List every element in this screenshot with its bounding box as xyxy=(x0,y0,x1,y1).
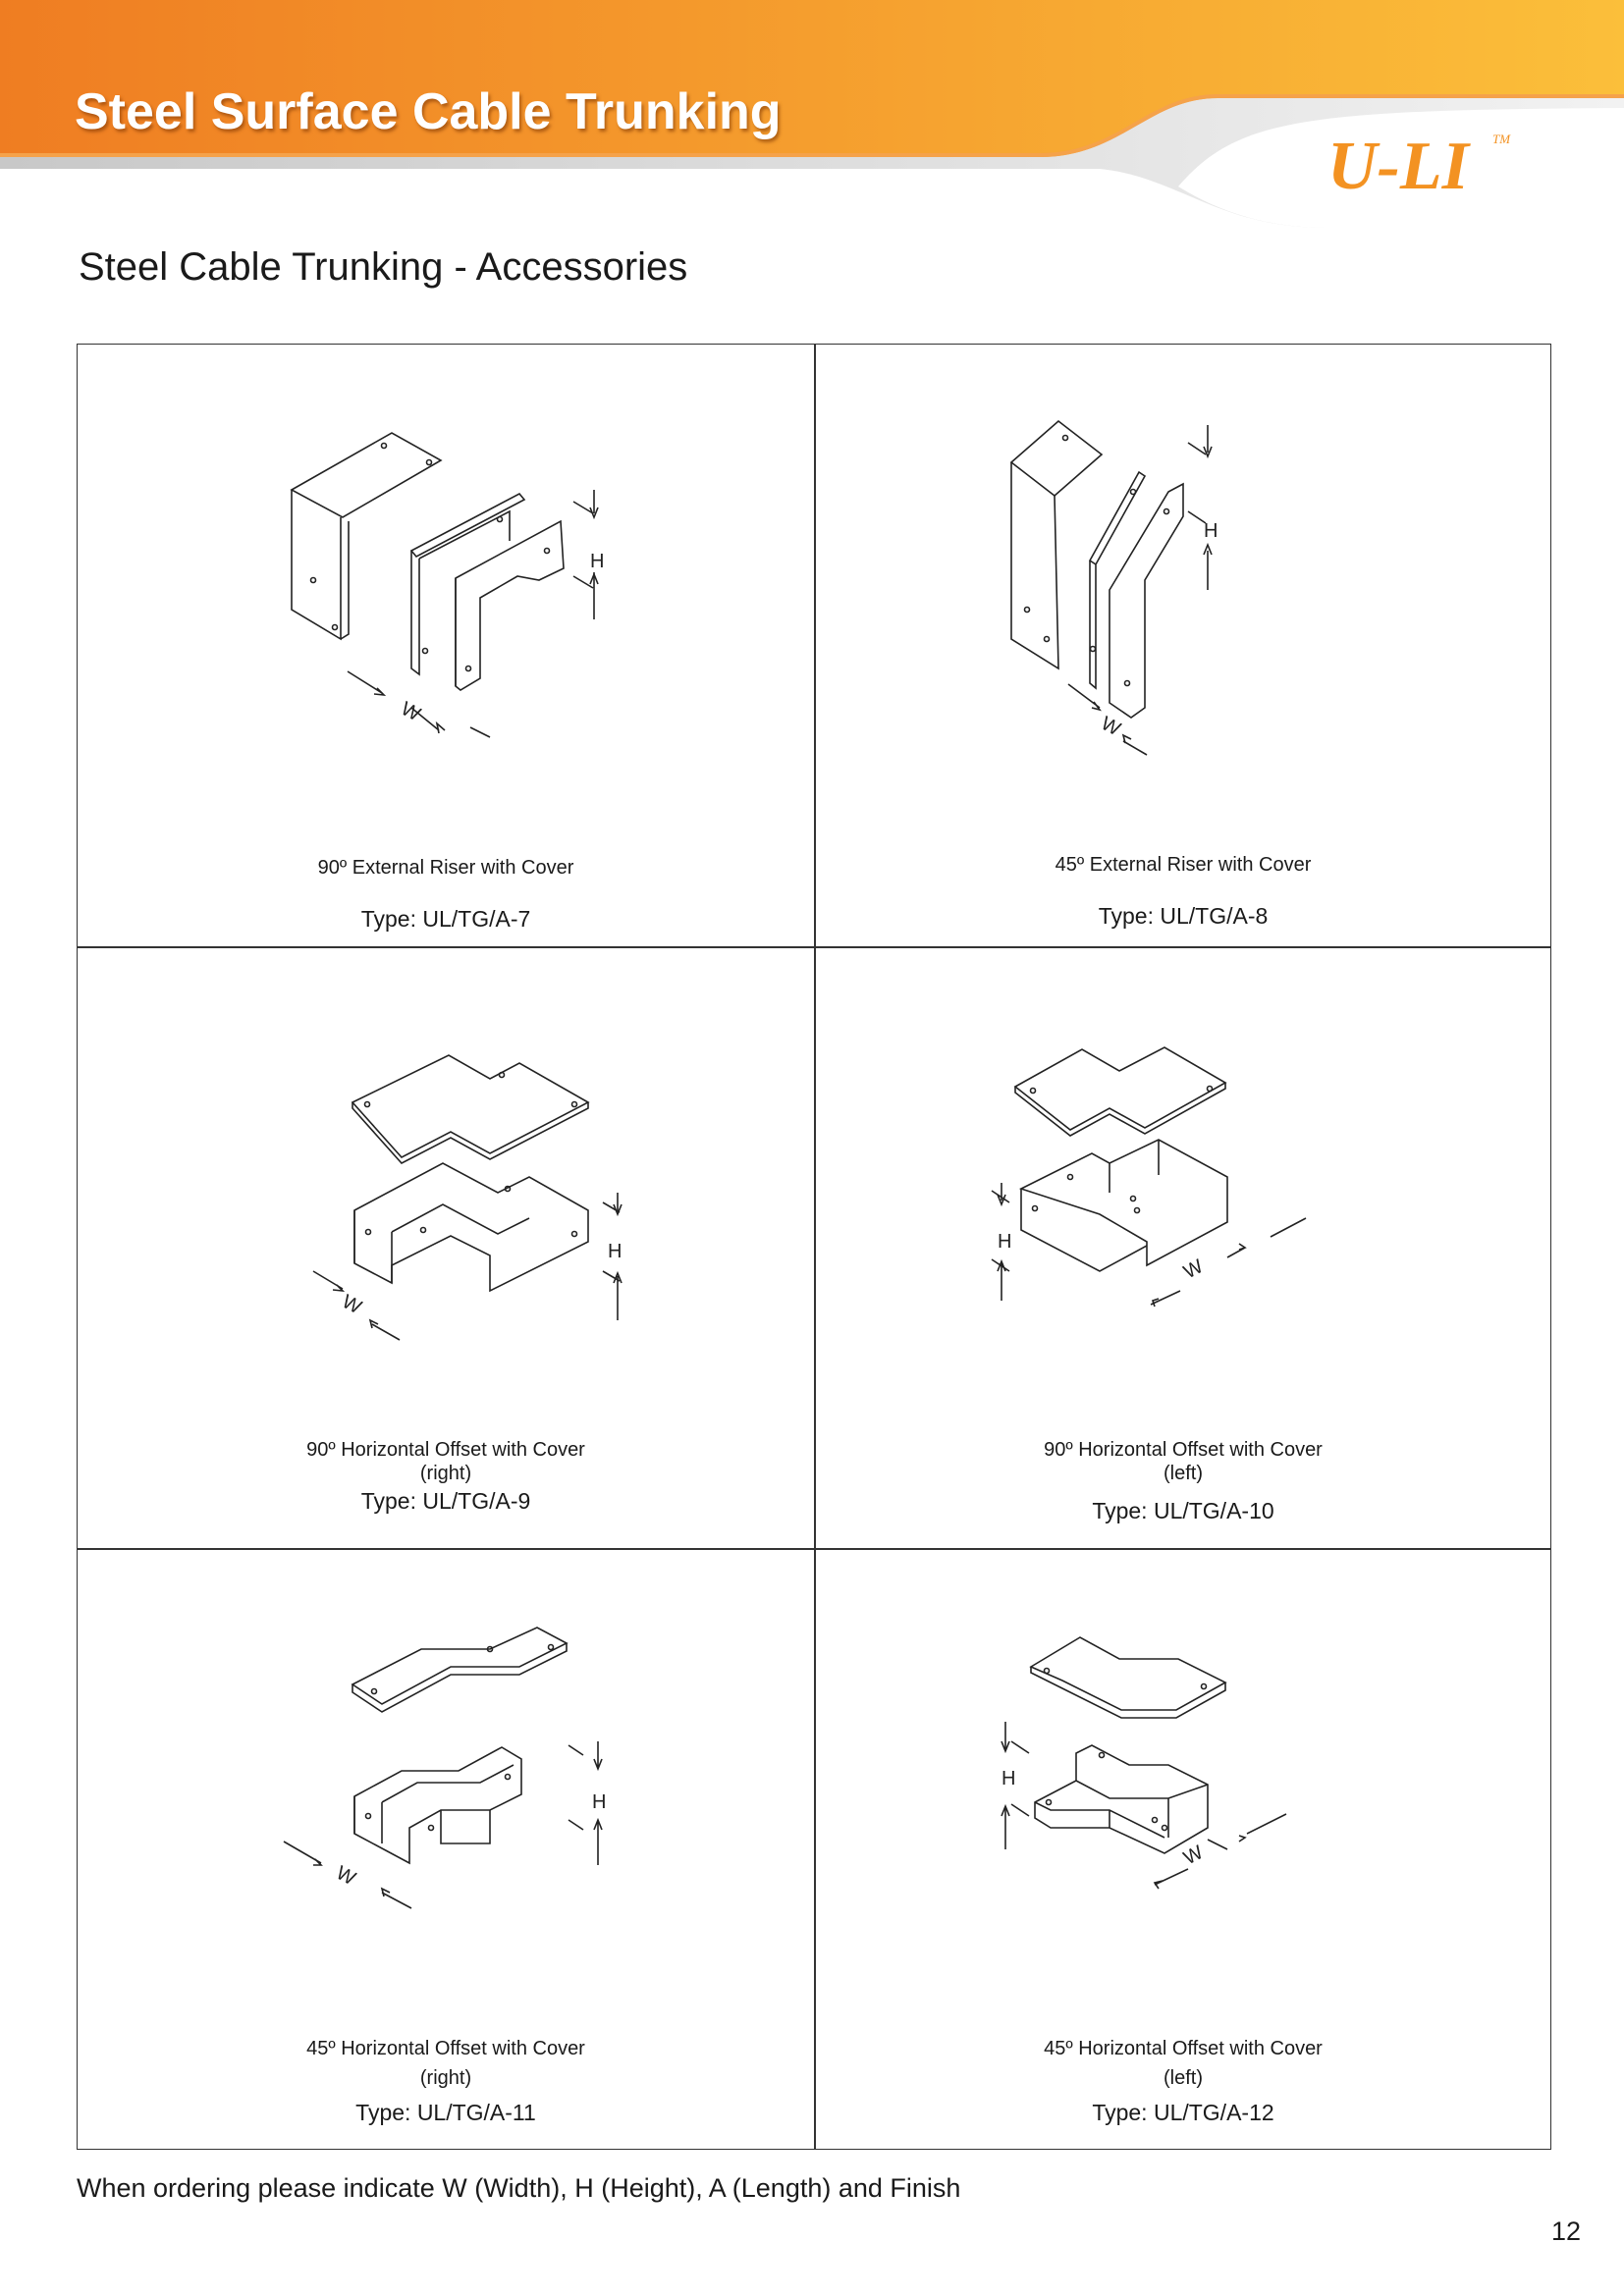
product-caption: 90º Horizontal Offset with Cover xyxy=(306,1439,585,1461)
drawing-45-horizontal-offset-right xyxy=(283,1627,603,1909)
product-caption: 45º External Riser with Cover xyxy=(1055,854,1312,876)
dimension-labels-a10: H W xyxy=(998,1231,1207,1283)
drawing-90-horizontal-offset-right xyxy=(312,1054,623,1341)
width-label: W xyxy=(333,1862,359,1890)
product-type: Type: UL/TG/A-11 xyxy=(355,2100,536,2125)
page-number: 12 xyxy=(1551,2216,1582,2246)
product-type: Type: UL/TG/A-10 xyxy=(1092,1498,1274,1523)
header-banner: Steel Surface Cable Trunking U-LI TM xyxy=(0,0,1624,236)
dimension-labels-a9: H W xyxy=(339,1241,623,1318)
product-type: Type: UL/TG/A-7 xyxy=(360,906,531,932)
product-caption: 90º Horizontal Offset with Cover xyxy=(1044,1439,1323,1461)
product-type: Type: UL/TG/A-12 xyxy=(1092,2100,1274,2125)
product-caption: 45º Horizontal Offset with Cover xyxy=(306,2038,585,2059)
drawing-45-external-riser xyxy=(1009,419,1213,756)
width-label: W xyxy=(1098,713,1124,740)
drawing-90-horizontal-offset-left xyxy=(991,1046,1307,1308)
grid-divider-row-2 xyxy=(78,1548,1550,1550)
height-label: H xyxy=(608,1241,622,1262)
dimension-labels-a8: H W xyxy=(1098,520,1218,740)
product-caption: 90º External Riser with Cover xyxy=(317,857,574,879)
trademark-mark: TM xyxy=(1492,132,1511,146)
dimension-labels-a7: H W xyxy=(398,551,605,725)
dimension-labels-a11: H W xyxy=(333,1791,607,1890)
product-grid: H W 90º External Riser with Cover Type: … xyxy=(77,344,1551,2150)
height-label: H xyxy=(998,1231,1011,1253)
drawing-45-horizontal-offset-left xyxy=(1001,1636,1287,1890)
width-label: W xyxy=(1180,1842,1207,1869)
width-label: W xyxy=(398,698,424,725)
grid-divider-row-1 xyxy=(78,946,1550,948)
product-cell-a7: H W 90º External Riser with Cover Type: … xyxy=(78,345,814,946)
product-cell-a10: H W 90º Horizontal Offset with Cover (le… xyxy=(815,947,1551,1549)
product-caption-variant: (right) xyxy=(419,1463,472,1484)
product-caption-variant: (left) xyxy=(1164,1463,1203,1484)
brand-logo: U-LI xyxy=(1327,129,1469,204)
section-title: Steel Cable Trunking - Accessories xyxy=(79,245,688,289)
product-cell-a9: H W 90º Horizontal Offset with Cover (ri… xyxy=(78,947,814,1549)
banner-background xyxy=(0,0,1624,228)
product-type: Type: UL/TG/A-9 xyxy=(360,1488,531,1514)
product-type: Type: UL/TG/A-8 xyxy=(1098,903,1269,929)
product-cell-a12: H W 45º Horizontal Offset with Cover (le… xyxy=(815,1549,1551,2151)
drawing-90-external-riser xyxy=(290,432,599,738)
banner-title: Steel Surface Cable Trunking xyxy=(75,83,782,140)
height-label: H xyxy=(592,1791,606,1813)
height-label: H xyxy=(1204,520,1218,542)
height-label: H xyxy=(1001,1768,1015,1789)
ordering-note: When ordering please indicate W (Width),… xyxy=(77,2173,961,2203)
height-label: H xyxy=(590,551,604,572)
product-cell-a11: H W 45º Horizontal Offset with Cover (ri… xyxy=(78,1549,814,2151)
grid-divider-vertical xyxy=(814,345,816,2149)
width-label: W xyxy=(339,1291,365,1318)
product-caption-variant: (right) xyxy=(419,2067,472,2089)
product-caption: 45º Horizontal Offset with Cover xyxy=(1044,2038,1323,2059)
dimension-labels-a12: H W xyxy=(1001,1768,1207,1869)
product-cell-a8: H W 45º External Riser with Cover Type: … xyxy=(815,345,1551,946)
product-caption-variant: (left) xyxy=(1164,2067,1203,2089)
width-label: W xyxy=(1180,1255,1207,1283)
